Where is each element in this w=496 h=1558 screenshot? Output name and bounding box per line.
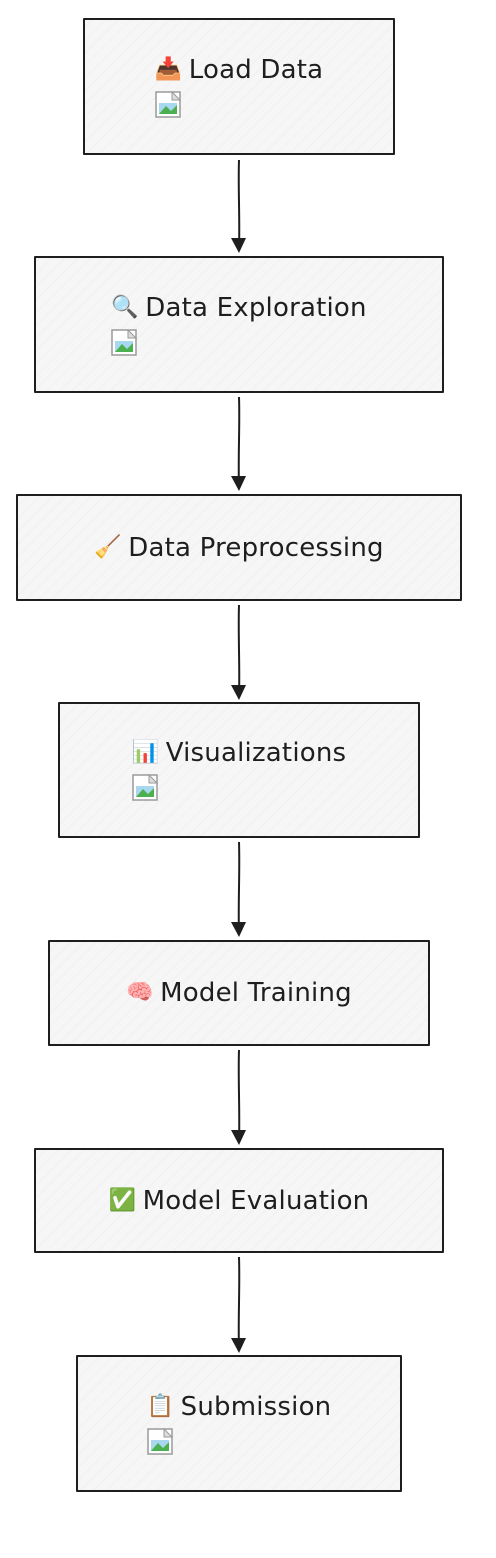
arrow-5-head	[231, 1130, 246, 1145]
node-label: Submission	[180, 1391, 332, 1422]
broken-image-icon	[131, 774, 158, 801]
clipboard-icon: 📋	[146, 1393, 175, 1419]
node-label: Visualizations	[165, 738, 347, 768]
bar-chart-icon: 📊	[131, 740, 160, 765]
node-label: Model Evaluation	[142, 1185, 370, 1216]
node-label: Data Exploration	[145, 292, 367, 323]
node-submission[interactable]: 📋 Submission	[76, 1355, 402, 1492]
node-model-training[interactable]: 🧠 Model Training	[48, 940, 430, 1046]
broken-image-icon	[154, 90, 181, 118]
inbox-tray-icon: 📥	[154, 56, 183, 82]
broken-image-icon	[146, 1427, 173, 1455]
brain-icon: 🧠	[126, 980, 154, 1005]
arrow-3-head	[231, 685, 246, 700]
check-mark-icon: ✅	[108, 1187, 137, 1213]
arrow-5	[237, 1049, 241, 1143]
arrow-3	[237, 604, 241, 698]
broom-icon: 🧹	[94, 534, 122, 560]
arrow-6-head	[231, 1338, 246, 1353]
node-data-exploration[interactable]: 🔍 Data Exploration	[34, 256, 444, 393]
node-model-evaluation[interactable]: ✅ Model Evaluation	[34, 1148, 444, 1253]
node-label: Load Data	[188, 54, 324, 85]
node-data-preprocessing[interactable]: 🧹 Data Preprocessing	[16, 494, 462, 601]
node-label: Model Training	[160, 978, 352, 1008]
node-load-data[interactable]: 📥 Load Data	[83, 18, 395, 155]
arrow-6	[237, 1256, 241, 1351]
broken-image-icon	[111, 328, 138, 356]
arrow-1	[237, 159, 241, 251]
arrow-4	[237, 841, 241, 935]
node-visualizations[interactable]: 📊 Visualizations	[58, 702, 420, 838]
node-label: Data Preprocessing	[128, 532, 384, 563]
arrow-4-head	[231, 922, 246, 937]
arrow-2-head	[231, 476, 246, 491]
magnifier-icon: 🔍	[111, 294, 139, 320]
arrow-1-head	[231, 238, 246, 253]
arrow-2	[237, 396, 241, 489]
